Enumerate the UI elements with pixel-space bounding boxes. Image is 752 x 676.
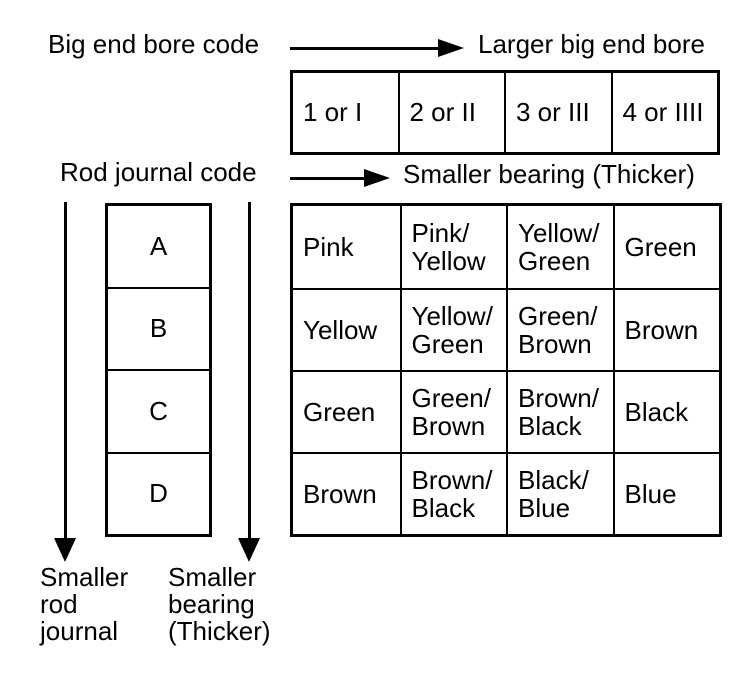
big-end-bore-code-label: Big end bore code bbox=[48, 29, 260, 59]
bearing-cell: Green/ Brown bbox=[506, 288, 613, 370]
bearing-cell: Brown bbox=[612, 288, 719, 370]
journal-code-cell: C bbox=[108, 369, 209, 452]
rod-journal-code-label: Rod journal code bbox=[60, 157, 257, 187]
bearing-cell: Green/ Brown bbox=[399, 370, 506, 452]
bearing-cell: Yellow/ Green bbox=[506, 206, 613, 288]
bore-code-table: 1 or I 2 or II 3 or III 4 or IIII bbox=[290, 70, 720, 155]
rod-journal-code-table: A B C D bbox=[105, 203, 212, 537]
bearing-cell: Brown/ Black bbox=[506, 370, 613, 452]
bearing-cell: Blue bbox=[612, 452, 719, 534]
larger-big-end-bore-label: Larger big end bore bbox=[478, 29, 705, 59]
journal-code-cell: B bbox=[108, 286, 209, 370]
bearing-cell: Black/ Blue bbox=[506, 452, 613, 534]
bearing-cell: Yellow/ Green bbox=[399, 288, 506, 370]
bore-code-cell: 4 or IIII bbox=[610, 73, 718, 152]
journal-code-cell: D bbox=[108, 451, 209, 535]
bearing-cell: Pink bbox=[303, 232, 354, 262]
smaller-bearing-bottom-label: Smaller bearing (Thicker) bbox=[168, 562, 271, 646]
bearing-color-table: Pink Pink/ Yellow Yellow/ Green Green Ye… bbox=[290, 203, 722, 537]
smaller-bearing-thicker-label: Smaller bearing (Thicker) bbox=[403, 159, 695, 189]
bearing-cell: Black bbox=[612, 370, 719, 452]
journal-code-cell: A bbox=[149, 230, 168, 261]
bore-code-cell: 2 or II bbox=[397, 73, 505, 152]
bore-code-cell: 3 or III bbox=[504, 73, 611, 152]
bearing-cell: Yellow bbox=[293, 288, 400, 370]
smaller-rod-journal-label: Smaller rod journal bbox=[40, 562, 129, 646]
bearing-cell: Green bbox=[612, 206, 720, 288]
bearing-cell: Green bbox=[293, 370, 400, 452]
bearing-cell: Brown bbox=[293, 452, 400, 534]
bearing-cell: Pink/ Yellow bbox=[399, 206, 507, 288]
bore-code-cell: 1 or I bbox=[303, 97, 363, 127]
bearing-cell: Brown/ Black bbox=[399, 452, 506, 534]
